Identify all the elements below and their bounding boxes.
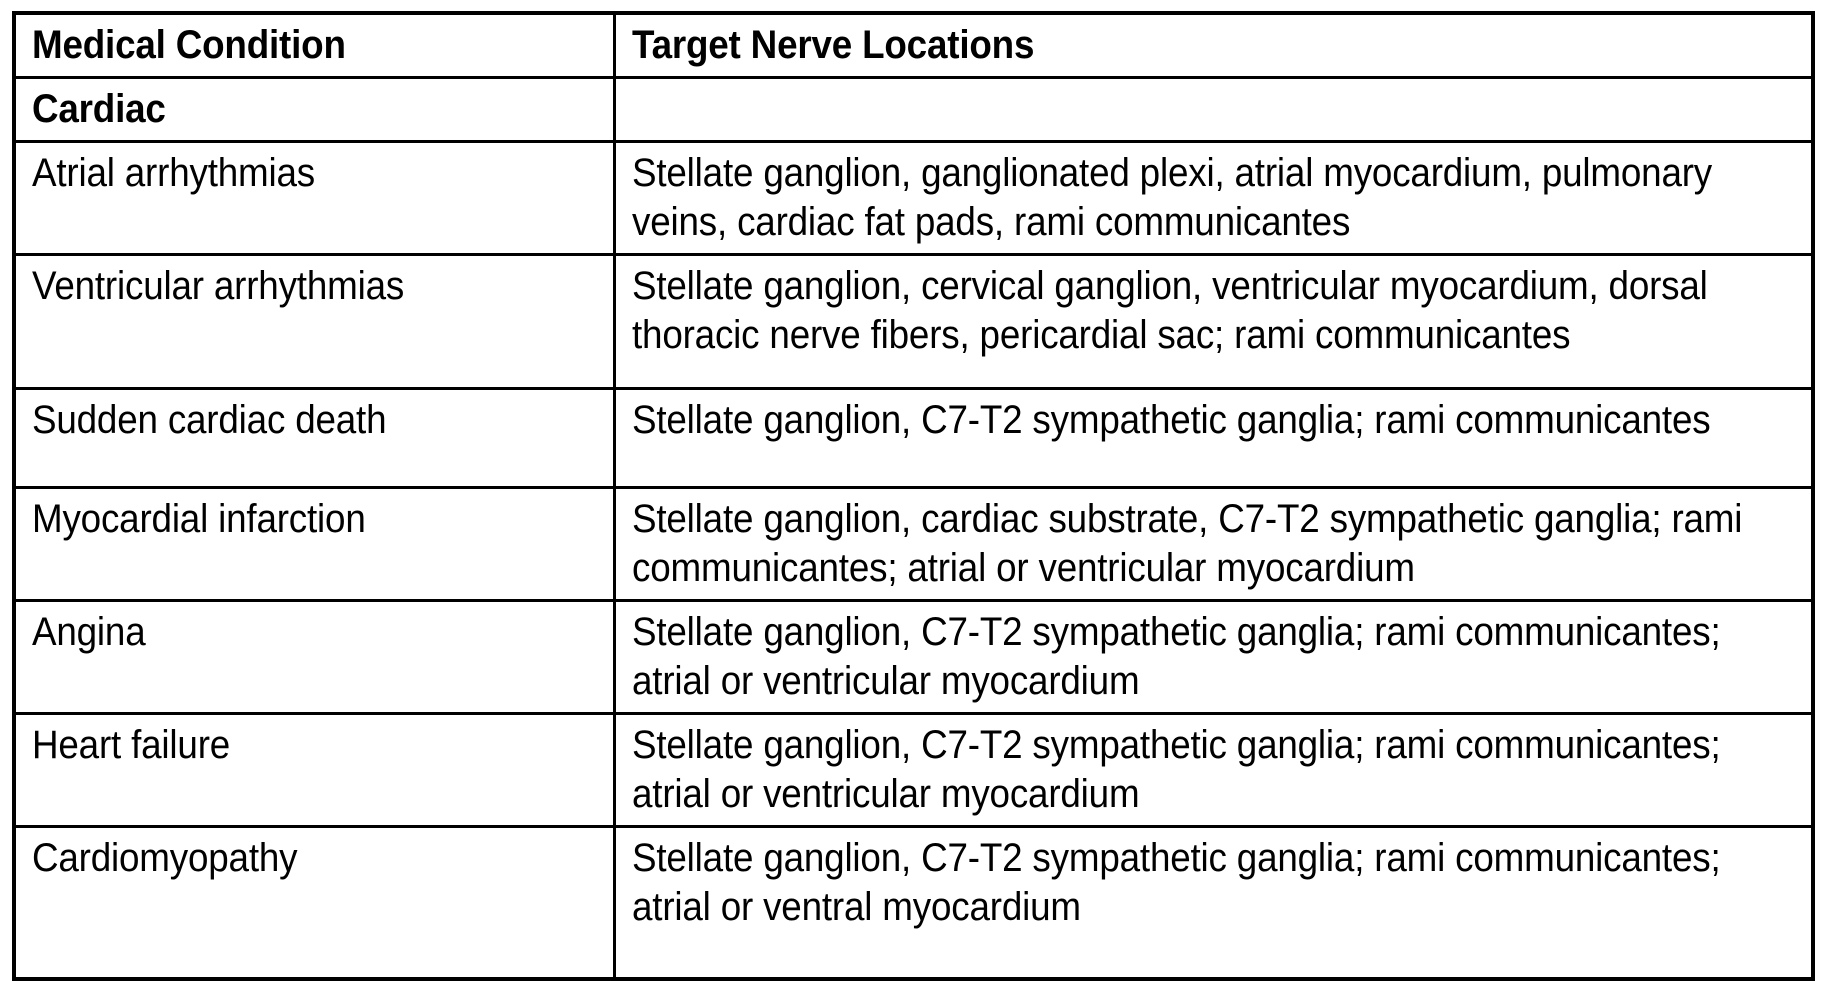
table-group-row-cardiac: Cardiac — [12, 76, 1815, 143]
condition-cell: Myocardial infarction — [12, 486, 616, 602]
target-cell: Stellate ganglion, C7-T2 sympathetic gan… — [612, 599, 1815, 715]
group-label-cell: Cardiac — [12, 76, 616, 143]
column-header-target-nerve-locations: Target Nerve Locations — [612, 11, 1815, 79]
condition-label: Sudden cardiac death — [32, 398, 387, 442]
condition-label: Ventricular arrhythmias — [32, 264, 405, 308]
table-row: Myocardial infarction Stellate ganglion,… — [12, 486, 1815, 602]
table-container: Medical Condition Target Nerve Locations… — [12, 11, 1815, 981]
condition-cell: Atrial arrhythmias — [12, 140, 616, 256]
table-row: Sudden cardiac death Stellate ganglion, … — [12, 387, 1815, 489]
target-label: Stellate ganglion, C7-T2 sympathetic gan… — [631, 723, 1721, 816]
table-row: Atrial arrhythmias Stellate ganglion, ga… — [12, 140, 1815, 256]
condition-label: Atrial arrhythmias — [32, 151, 315, 195]
target-label: Stellate ganglion, C7-T2 sympathetic gan… — [631, 398, 1711, 442]
target-cell: Stellate ganglion, cardiac substrate, C7… — [612, 486, 1815, 602]
condition-cell: Ventricular arrhythmias — [12, 253, 616, 390]
target-cell: Stellate ganglion, C7-T2 sympathetic gan… — [612, 712, 1815, 828]
condition-cell: Heart failure — [12, 712, 616, 828]
target-cell: Stellate ganglion, C7-T2 sympathetic gan… — [612, 387, 1815, 489]
condition-label: Heart failure — [32, 723, 231, 767]
column-header-medical-condition: Medical Condition — [12, 11, 616, 79]
condition-label: Cardiomyopathy — [32, 836, 298, 880]
group-label-cardiac: Cardiac — [32, 87, 166, 131]
target-cell: Stellate ganglion, C7-T2 sympathetic gan… — [612, 825, 1815, 981]
condition-cell: Angina — [12, 599, 616, 715]
target-label: Stellate ganglion, ganglionated plexi, a… — [631, 151, 1712, 244]
column-header-target-nerve-locations-label: Target Nerve Locations — [631, 23, 1034, 67]
condition-cell: Cardiomyopathy — [12, 825, 616, 981]
column-header-medical-condition-label: Medical Condition — [32, 23, 346, 67]
target-label: Stellate ganglion, cardiac substrate, C7… — [631, 497, 1742, 590]
target-cell: Stellate ganglion, ganglionated plexi, a… — [612, 140, 1815, 256]
condition-label: Myocardial infarction — [32, 497, 366, 541]
condition-label: Angina — [32, 610, 146, 654]
table-row: Cardiomyopathy Stellate ganglion, C7-T2 … — [12, 825, 1815, 981]
table-row: Angina Stellate ganglion, C7-T2 sympathe… — [12, 599, 1815, 715]
medical-condition-nerve-table: Medical Condition Target Nerve Locations… — [12, 11, 1815, 981]
table-row: Heart failure Stellate ganglion, C7-T2 s… — [12, 712, 1815, 828]
table-row: Ventricular arrhythmias Stellate ganglio… — [12, 253, 1815, 390]
target-label: Stellate ganglion, cervical ganglion, ve… — [631, 264, 1708, 357]
target-cell: Stellate ganglion, cervical ganglion, ve… — [612, 253, 1815, 390]
group-target-cell — [612, 76, 1815, 143]
condition-cell: Sudden cardiac death — [12, 387, 616, 489]
target-label: Stellate ganglion, C7-T2 sympathetic gan… — [631, 610, 1721, 703]
table-header-row: Medical Condition Target Nerve Locations — [12, 11, 1815, 79]
target-label: Stellate ganglion, C7-T2 sympathetic gan… — [631, 836, 1721, 929]
